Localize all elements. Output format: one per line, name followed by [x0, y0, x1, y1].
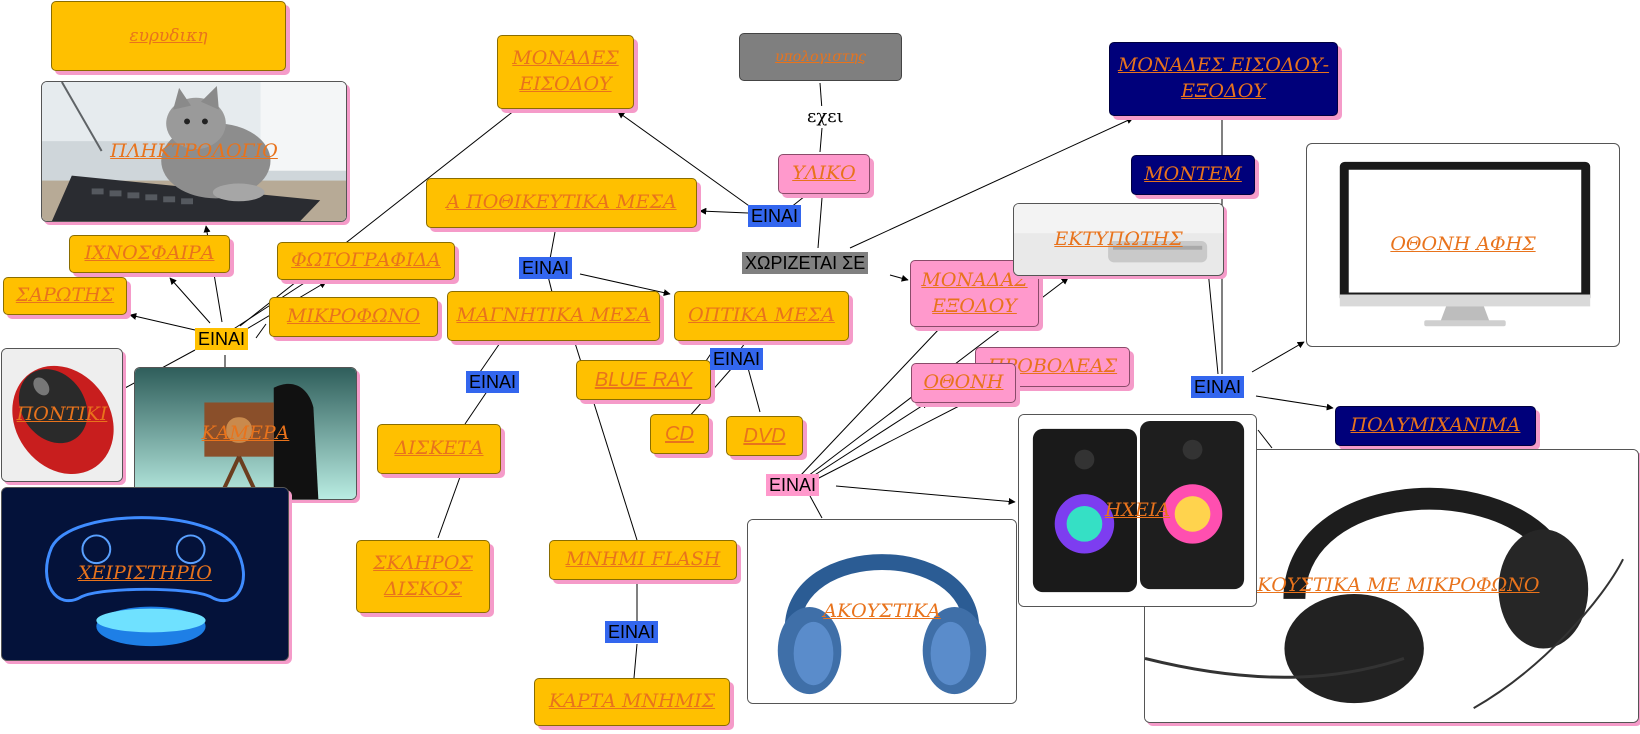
node-ektypotis[interactable]: ΕΚΤΥΠΩΤΗΣ — [1013, 203, 1224, 276]
node-ichnosfaira[interactable]: ΙΧΝΟΣΦΑΙΡΑ — [69, 235, 230, 273]
mouse-image — [2, 349, 122, 481]
line-einai-optika — [579, 273, 671, 297]
line-apothikeutika-einai — [549, 231, 556, 260]
line-einai-monades-eisodou — [617, 111, 753, 209]
camera-image — [135, 368, 356, 499]
line-einai-ichnosfaira — [169, 277, 211, 324]
printer-image — [1014, 204, 1223, 275]
line-einai-disketa — [464, 389, 489, 425]
line-einai-akoustika — [809, 495, 823, 519]
line-einai-dvd — [747, 367, 761, 413]
node-fotografida[interactable]: ΦΩΤΟΓΡΑΦΙΔΑ — [277, 242, 455, 280]
node-monades-eisodou-exodou[interactable]: ΜΟΝΑΔΕΣ ΕΙΣΟΔΟΥ- ΕΞΟΔΟΥ — [1109, 42, 1338, 116]
node-optika[interactable]: ΟΠΤΙΚΑ ΜΕΣΑ — [674, 291, 849, 341]
link-label-xorizetai: ΧΩΡΙΖΕΤΑΙ ΣΕ — [742, 252, 869, 274]
line-einai-othoni-afis — [1251, 341, 1305, 373]
node-kamera[interactable]: ΚΑΜΕΡΑ — [134, 367, 357, 500]
line-monades-eisodou-einai — [239, 109, 516, 327]
node-karta-mnimis[interactable]: ΚΑΡΤΑ ΜΝΗΜΙΣ — [534, 678, 730, 726]
line-einai-othoni — [809, 401, 929, 479]
node-modem[interactable]: ΜΟΝΤΕΜ — [1131, 155, 1255, 195]
line-magnitika-einai — [479, 342, 501, 373]
node-akoustika[interactable]: ΑΚΟΥΣΤΙΚΑ — [747, 519, 1017, 704]
kitten-keyboard-image — [42, 82, 346, 221]
line-einai-mikrofono — [255, 323, 267, 339]
speakers-image — [1019, 415, 1256, 606]
node-ylika-top[interactable]: υπολογιστης — [739, 33, 902, 81]
node-sarotis[interactable]: ΣΑΡΩΤΗΣ — [3, 277, 127, 315]
node-sklyros-diskos[interactable]: ΣΚΛΗΡΟΣ ΔΙΣΚΟΣ — [356, 540, 490, 613]
link-label-einai-exodou: ΕΙΝΑΙ — [766, 474, 820, 496]
line-einai-karta — [633, 643, 638, 679]
line-einai-apothikeutika — [699, 207, 749, 215]
link-label-einai-yliko: ΕΙΝΑΙ — [748, 205, 802, 227]
link-label-einai-optika: ΕΙΝΑΙ — [710, 348, 764, 370]
node-magnitika[interactable]: ΜΑΓΝΗΤΙΚΑ ΜΕΣΑ — [447, 291, 660, 341]
line-einai-sarotis — [129, 313, 196, 331]
line-einai-ixeia — [835, 485, 1016, 505]
line-ektypotis-einai — [1207, 269, 1219, 375]
link-label-einai-eisodou-exodou: ΕΙΝΑΙ — [1191, 376, 1245, 398]
headphones-image — [748, 520, 1016, 703]
node-disketa[interactable]: ΔΙΣΚΕΤΑ — [377, 424, 501, 474]
node-monades-eisodou-top[interactable]: ΜΟΝΑΔΕΣ ΕΙΣΟΔΟΥ — [497, 35, 634, 109]
node-yliko[interactable]: ΥΛΙΚΟ — [778, 154, 870, 194]
node-mikrofono[interactable]: ΜΙΚΡΟΦΩΝΟ — [269, 297, 438, 337]
node-ixeia[interactable]: ΗΧΕΙΑ — [1018, 414, 1257, 607]
line-yliko-xorizetai — [817, 197, 823, 249]
line-xorizetai-monades-eisodou-exodou — [849, 117, 1134, 249]
node-mnimi-flash[interactable]: ΜΝΗΜΙ FLASH — [549, 540, 737, 580]
link-label-exei: εχει — [804, 106, 847, 128]
node-eurydiki[interactable]: ευρυδικη — [51, 1, 286, 71]
node-apothikeutika[interactable]: Α ΠΟΘΙΚΕΥΤΙΚΑ ΜΕΣΑ — [426, 178, 697, 228]
monitor-image — [1339, 161, 1591, 327]
line-top-exei — [819, 82, 823, 111]
line-xorizetai-monadas-exodou — [889, 274, 909, 282]
node-othoni[interactable]: ΟΘΟΝΗ — [911, 363, 1016, 403]
link-label-einai-apothikeutika: ΕΙΝΑΙ — [519, 257, 573, 279]
node-othoni-afis[interactable]: ΟΘΟΝΗ ΑΦΗΣ — [1306, 143, 1620, 347]
line-monadas-einai — [799, 327, 941, 477]
node-dvd[interactable]: DVD — [726, 416, 803, 456]
line-disketa-sklyros — [437, 476, 461, 539]
node-pontiki[interactable]: ΠΟΝΤΙΚΙ — [1, 348, 123, 482]
link-label-einai-magnitika: ΕΙΝΑΙ — [466, 371, 520, 393]
line-exei-yliko — [819, 127, 823, 153]
node-pliktrologio[interactable]: ΠΛΗΚΤΡΟΛΟΓΙΟ — [41, 81, 347, 222]
node-cd[interactable]: CD — [650, 414, 709, 454]
line-einai-akoustika-mikrofono — [1257, 429, 1273, 449]
node-xeiristirio[interactable]: ΧΕΙΡΙΣΤΗΡΙΟ — [1, 487, 289, 661]
line-einai-polymixanima — [1255, 395, 1334, 411]
link-label-einai-mnimi: ΕΙΝΑΙ — [605, 621, 659, 643]
node-polymixanima[interactable]: ΠΟΛΥΜΙΧΑΝΙΜΑ — [1335, 406, 1536, 446]
link-label-einai-eisodou: ΕΙΝΑΙ — [195, 328, 249, 350]
node-blue-ray[interactable]: BLUE RAY — [576, 360, 711, 400]
controller-image — [2, 488, 288, 660]
